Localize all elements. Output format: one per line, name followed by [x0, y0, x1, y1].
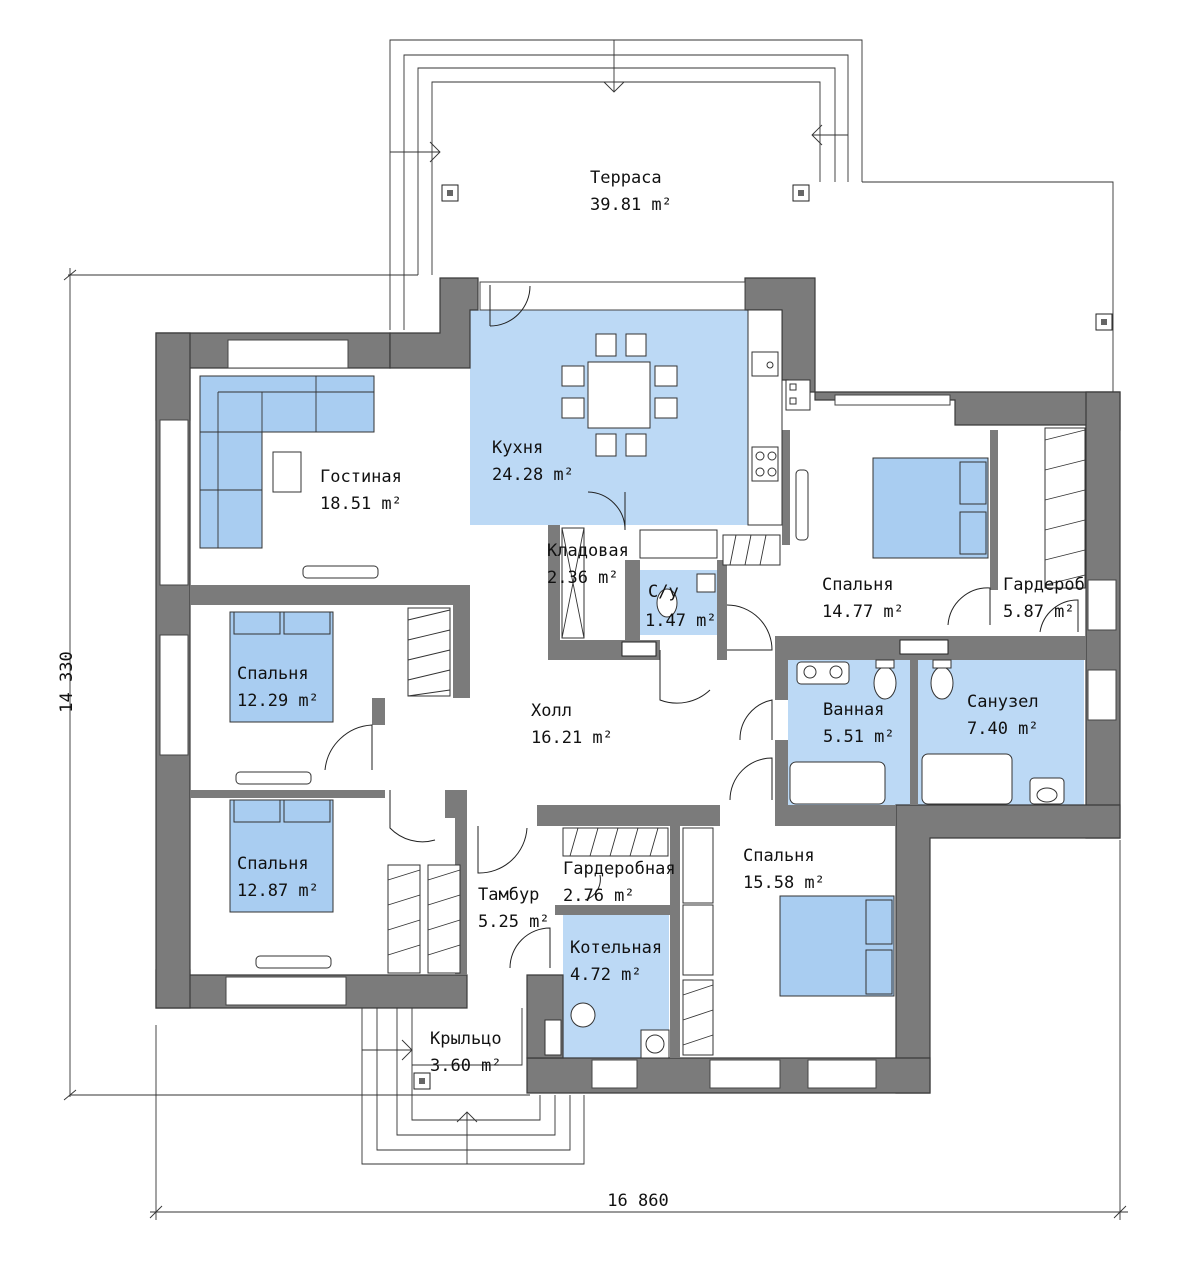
- room-name: Котельная: [570, 938, 662, 958]
- room-name: Спальня: [822, 575, 894, 595]
- bathtub: [921, 753, 1013, 805]
- room-area: 18.51 m²: [320, 494, 402, 514]
- doors: [324, 285, 1079, 969]
- room-name: Гардеробная: [563, 859, 676, 879]
- room-name: Спальня: [237, 664, 309, 684]
- room-area: 2.76 m²: [563, 886, 635, 906]
- window: [807, 1059, 877, 1089]
- room-name: С/у: [648, 582, 679, 602]
- bathtub: [789, 761, 886, 805]
- window: [591, 1059, 638, 1089]
- room-area: 12.87 m²: [237, 881, 319, 901]
- window: [1087, 579, 1117, 631]
- wardrobe: [1044, 427, 1086, 589]
- window: [225, 976, 347, 1006]
- window: [479, 281, 746, 311]
- room-area: 7.40 m²: [967, 719, 1039, 739]
- terrace-posts: [413, 184, 1113, 1090]
- room-name: Терраса: [590, 168, 662, 188]
- room-area: 12.29 m²: [237, 691, 319, 711]
- wardrobe: [407, 607, 451, 697]
- dimension-height: 14 330: [57, 651, 77, 712]
- room-area: 14.77 m²: [822, 602, 904, 622]
- room-area: 15.58 m²: [743, 873, 825, 893]
- room-area: 5.87 m²: [1003, 602, 1075, 622]
- room-name: Гардероб: [1003, 575, 1085, 595]
- room-area: 5.25 m²: [478, 912, 550, 932]
- room-name: Тамбур: [478, 885, 539, 905]
- dimension-width: 16 860: [607, 1191, 668, 1211]
- room-name: Спальня: [743, 846, 815, 866]
- room-area: 3.60 m²: [430, 1056, 502, 1076]
- window: [709, 1059, 781, 1089]
- window: [159, 419, 189, 586]
- window: [227, 339, 349, 369]
- window: [159, 634, 189, 756]
- boiler: [570, 1002, 596, 1028]
- windows: [159, 281, 1117, 1089]
- coffee-table: [272, 451, 302, 493]
- room-area: 2.36 m²: [547, 568, 619, 588]
- room-area: 39.81 m²: [590, 195, 672, 215]
- room-name: Гостиная: [320, 467, 402, 487]
- room-name: Кладовая: [547, 541, 629, 561]
- kitchen-counter: [747, 309, 783, 526]
- room-labels: Терраса 39.81 m² Гостиная 18.51 m² Кухня…: [237, 168, 1085, 1076]
- room-name: Санузел: [967, 692, 1039, 712]
- room-area: 4.72 m²: [570, 965, 642, 985]
- room-name: Ванная: [823, 700, 884, 720]
- dimensions: [63, 268, 1128, 1220]
- dining-table: [587, 361, 651, 429]
- window: [1087, 669, 1117, 721]
- window: [834, 394, 951, 406]
- room-name: Холл: [531, 701, 572, 721]
- room-area: 16.21 m²: [531, 728, 613, 748]
- room-name: Спальня: [237, 854, 309, 874]
- porch-outline: [361, 1008, 585, 1165]
- terrace-outline: [68, 39, 1114, 392]
- room-area: 1.47 m²: [645, 611, 717, 631]
- room-area: 5.51 m²: [823, 727, 895, 747]
- room-area: 24.28 m²: [492, 465, 574, 485]
- furniture: [199, 309, 1086, 1059]
- room-name: Кухня: [492, 438, 543, 458]
- room-name: Крыльцо: [430, 1029, 502, 1049]
